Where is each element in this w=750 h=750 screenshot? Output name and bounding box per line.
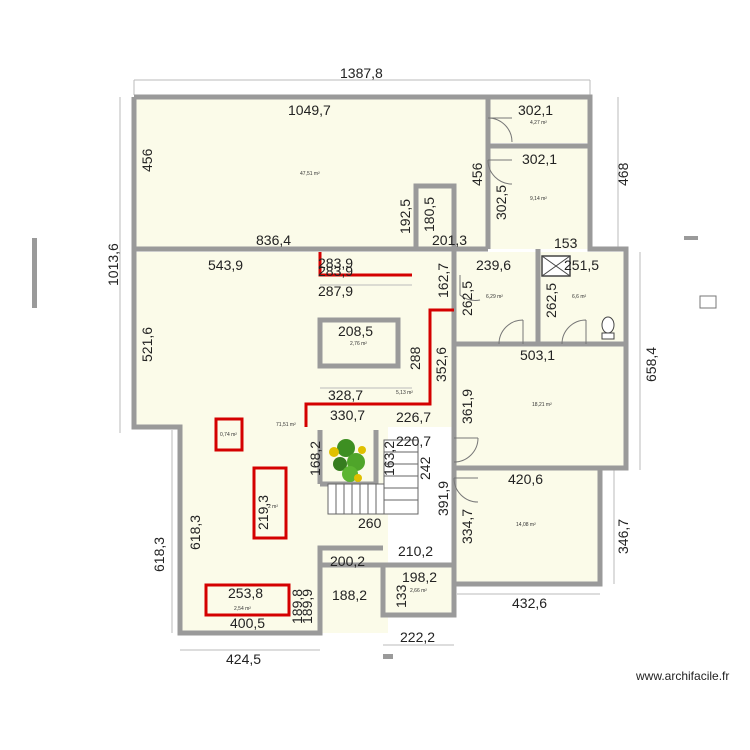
dim-label: 201,3 xyxy=(432,232,467,248)
dim-label: 198,2 xyxy=(402,569,437,585)
dim-label: 180,5 xyxy=(421,197,437,232)
dim-label: 242 xyxy=(417,456,433,480)
dim-label: 222,2 xyxy=(400,629,435,645)
shower-icon xyxy=(541,255,571,277)
dim-label: 1387,8 xyxy=(340,65,383,81)
area-label: 47,51 m² xyxy=(300,171,320,177)
highlighted-walls xyxy=(204,252,454,617)
dim-label: 468 xyxy=(615,162,631,186)
room-fills xyxy=(134,97,626,633)
dim-label: 287,9 xyxy=(318,283,353,299)
dim-label: 283,9 xyxy=(318,255,353,271)
dim-label: 328,7 xyxy=(328,387,363,403)
room-area-labels: 47,51 m² 4,27 m² 9,14 m² 6,29 m² 6,6 m² … xyxy=(220,120,587,612)
dimension-guides xyxy=(119,79,641,651)
dim-label: 346,7 xyxy=(615,519,631,554)
dim-label: 219,3 xyxy=(255,495,271,530)
area-label: 2,54 m² xyxy=(234,606,251,612)
dim-label: 1013,6 xyxy=(105,243,121,286)
staircase xyxy=(327,439,419,515)
dim-label: 420,6 xyxy=(508,471,543,487)
dim-label: 352,6 xyxy=(433,347,449,382)
dim-label: 1049,7 xyxy=(288,102,331,118)
dim-label: 189,9 xyxy=(299,589,315,624)
area-label: 2 m² xyxy=(268,504,278,510)
dim-label: 260 xyxy=(358,515,382,531)
area-label: 5,13 m² xyxy=(396,390,413,396)
area-label: 2,76 m² xyxy=(350,341,367,347)
dim-label: 836,4 xyxy=(256,232,291,248)
plant-icon xyxy=(329,439,366,482)
dim-label: 432,6 xyxy=(512,595,547,611)
dim-label: 391,9 xyxy=(435,481,451,516)
dim-label: 302,5 xyxy=(493,185,509,220)
dim-label: 189,8 xyxy=(289,589,305,624)
dim-label: 153 xyxy=(554,235,578,251)
area-label: 4,27 m² xyxy=(530,120,547,126)
marker-icon xyxy=(383,654,393,659)
area-label: 14,08 m² xyxy=(516,522,536,528)
dim-label: 210,2 xyxy=(398,543,433,559)
dim-label: 334,7 xyxy=(459,509,475,544)
dim-label: 330,7 xyxy=(330,407,365,423)
dim-label: 424,5 xyxy=(226,651,261,667)
dim-label: 192,5 xyxy=(397,199,413,234)
dim-label: 361,9 xyxy=(459,389,475,424)
dim-label: 220,7 xyxy=(396,433,431,449)
dim-label: 262,5 xyxy=(543,283,559,318)
dim-label: 521,6 xyxy=(139,327,155,362)
dim-label: 618,3 xyxy=(187,515,203,550)
dim-label: 133 xyxy=(393,584,409,608)
dim-label: 208,5 xyxy=(338,323,373,339)
toilet-icon xyxy=(601,316,615,340)
area-label: 71,51 m² xyxy=(276,422,296,428)
dim-label: 188,2 xyxy=(332,587,367,603)
area-label: 6,29 m² xyxy=(486,294,503,300)
dim-label: 168,2 xyxy=(307,441,323,476)
dim-label: 162,7 xyxy=(435,263,451,298)
dimension-labels: 1387,8 1049,7 302,1 302,1 456 456 468 10… xyxy=(105,65,659,667)
dim-label: 400,5 xyxy=(230,615,265,631)
dim-label: 288 xyxy=(407,346,423,370)
scrollbar-right xyxy=(684,236,698,240)
dim-label: 239,6 xyxy=(476,257,511,273)
dim-label: 302,1 xyxy=(522,151,557,167)
dim-label: 658,4 xyxy=(643,347,659,382)
dim-label: 543,9 xyxy=(208,257,243,273)
dim-label: 251,5 xyxy=(564,257,599,273)
area-label: 2,66 m² xyxy=(410,588,427,594)
area-label: 18,21 m² xyxy=(532,402,552,408)
compass-icon xyxy=(699,295,717,309)
dim-label: 262,5 xyxy=(459,281,475,316)
dim-label: 503,1 xyxy=(520,347,555,363)
walls xyxy=(131,94,629,636)
dim-label: 226,7 xyxy=(396,409,431,425)
dim-label: 200,2 xyxy=(330,553,365,569)
dim-label: 253,8 xyxy=(228,585,263,601)
dim-label: 456 xyxy=(139,148,155,172)
dim-label: 302,1 xyxy=(518,102,553,118)
doors xyxy=(453,117,587,503)
area-label: 6,6 m² xyxy=(572,294,587,300)
area-label: 9,14 m² xyxy=(530,196,547,202)
area-label: 0,74 m² xyxy=(220,432,237,438)
dim-label: 456 xyxy=(469,162,485,186)
watermark: www.archifacile.fr xyxy=(635,669,729,683)
scrollbar-left xyxy=(32,238,37,308)
dim-label: 163,2 xyxy=(381,441,397,476)
dim-label: 283,9 xyxy=(318,263,353,279)
dim-label: 618,3 xyxy=(151,537,167,572)
